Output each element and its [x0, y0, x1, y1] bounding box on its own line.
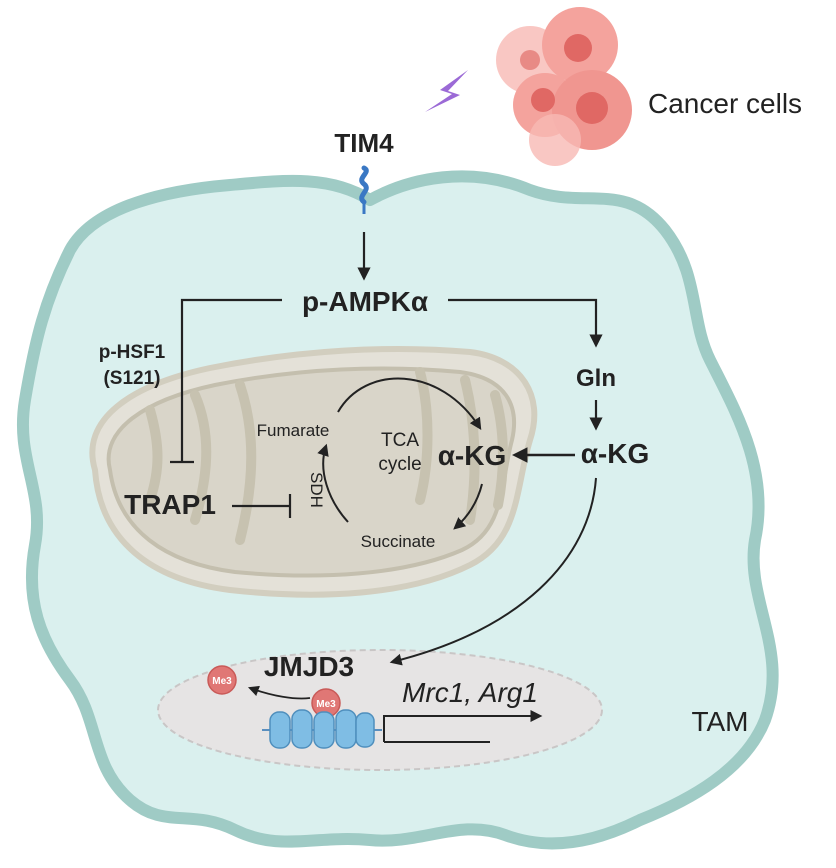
membrane-receptor-icon — [359, 165, 369, 214]
arrow-akg-to-jmjd3 — [389, 477, 597, 666]
cycle-label: cycle — [378, 454, 421, 475]
p-ampk-label: p-AMPKα — [302, 286, 428, 317]
gene-names-label: Mrc1, Arg1 — [402, 677, 538, 708]
me3-released-label: Me3 — [212, 676, 232, 687]
akg-mito-label: α-KG — [438, 440, 507, 471]
lightning-bolt-icon — [425, 70, 468, 112]
tca-label: TCA — [381, 430, 419, 451]
mitochondrion-icon — [89, 345, 538, 598]
arrow-demethylation — [247, 685, 311, 700]
tim4-label: TIM4 — [334, 128, 394, 158]
cancer-cell-cluster-icon — [496, 7, 632, 166]
inhibition-ampk-to-trap1 — [170, 298, 282, 464]
fumarate-label: Fumarate — [257, 421, 330, 440]
me3-bound-label: Me3 — [316, 699, 336, 710]
arrow-ampk-to-gln — [448, 298, 603, 348]
p-hsf1-site-label: (S121) — [103, 368, 160, 389]
p-hsf1-label: p-HSF1 — [99, 342, 166, 363]
gene-promoter-arrow — [383, 710, 543, 743]
tca-arrow-succinate-to-fumarate — [317, 443, 349, 523]
gln-label: Gln — [576, 365, 616, 392]
methyl-group-icon — [207, 665, 237, 695]
tam-label: TAM — [691, 706, 748, 737]
akg-cytosol-label: α-KG — [581, 438, 650, 469]
cancer-cells-label: Cancer cells — [648, 88, 802, 119]
sdh-label: SDH — [307, 472, 326, 508]
tca-arrow-akg-to-succinate — [453, 483, 483, 530]
nucleus-icon — [157, 649, 603, 771]
trap1-label: TRAP1 — [124, 489, 216, 520]
inhibition-trap1-to-sdh — [232, 494, 292, 518]
tca-arrow-fumarate-to-akg — [337, 377, 482, 431]
nucleosome-icon — [262, 709, 382, 749]
jmjd3-label: JMJD3 — [264, 651, 354, 682]
succinate-label: Succinate — [361, 532, 436, 551]
